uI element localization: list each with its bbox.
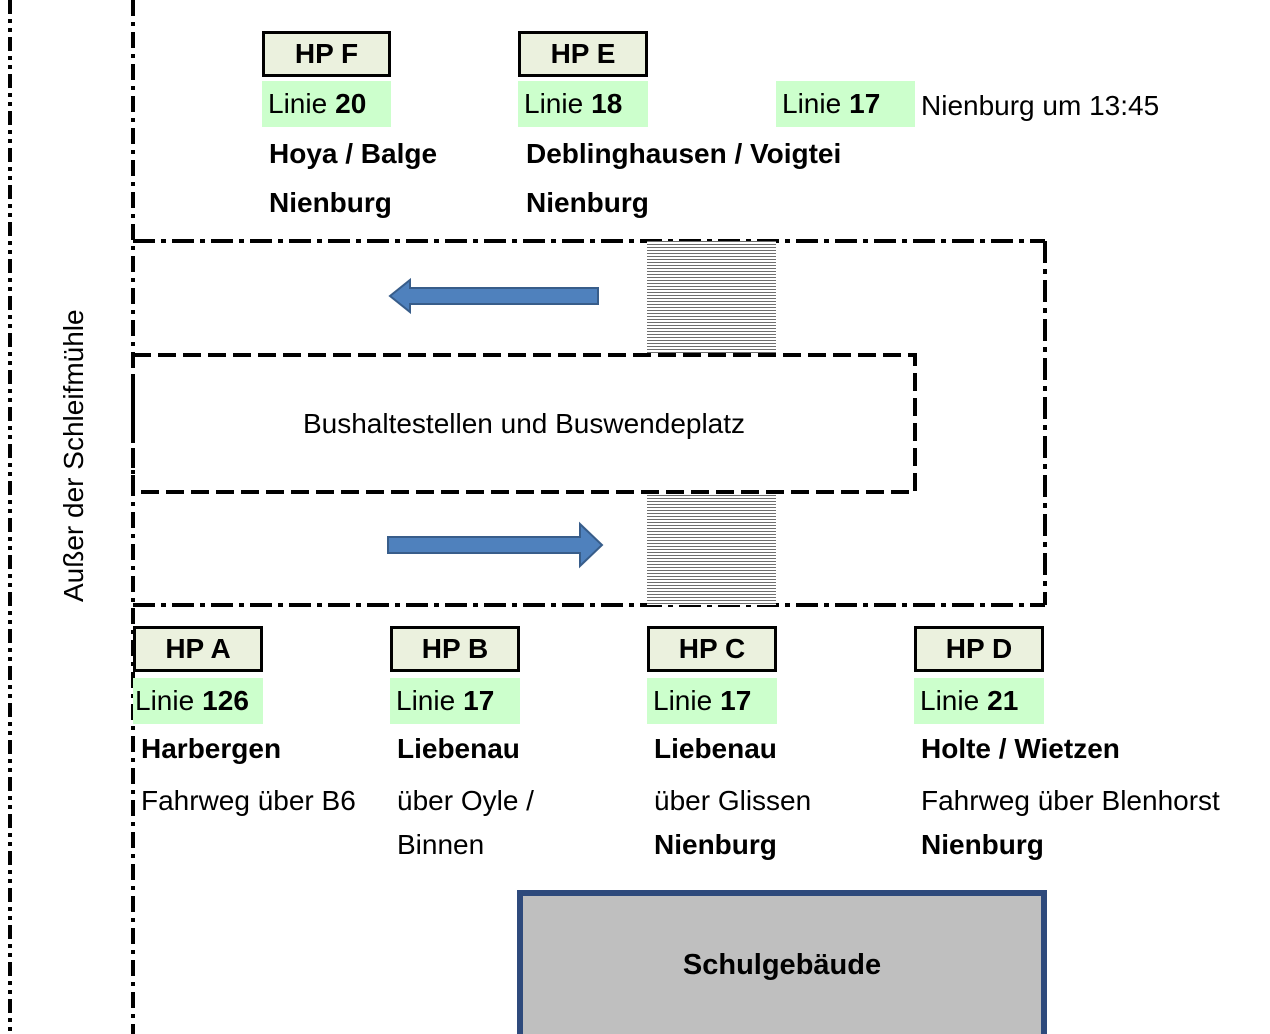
hp-e-destination: Deblinghausen / Voigtei bbox=[526, 138, 842, 169]
line-number: 18 bbox=[591, 88, 623, 119]
hp-e-destination-2: Nienburg bbox=[526, 187, 649, 218]
line-prefix: Linie bbox=[524, 88, 584, 119]
school-building: Schulgebäude bbox=[517, 890, 1047, 1034]
stop-hp-e: HP E bbox=[518, 31, 648, 77]
line-prefix: Linie bbox=[920, 685, 980, 716]
hp-f-destination-2: Nienburg bbox=[269, 187, 392, 218]
line-number: 21 bbox=[987, 685, 1019, 716]
stop-hp-f: HP F bbox=[262, 31, 391, 77]
hp-c-destination: Liebenau bbox=[654, 733, 777, 764]
street-label: Außer der Schleifmühle bbox=[58, 309, 89, 602]
hp-a-route: Fahrweg über B6 bbox=[141, 785, 356, 816]
line-number: 20 bbox=[335, 88, 367, 119]
line-number: 17 bbox=[463, 685, 495, 716]
hp-b-destination: Liebenau bbox=[397, 733, 520, 764]
arrow-left-icon bbox=[388, 277, 599, 315]
arrow-right-icon bbox=[387, 521, 604, 569]
extra-departure-note: Nienburg um 13:45 bbox=[921, 90, 1160, 121]
stop-hp-b: HP B bbox=[390, 626, 520, 672]
stop-hp-d: HP D bbox=[914, 626, 1044, 672]
hp-f-destination: Hoya / Balge bbox=[269, 138, 438, 169]
line-number: 126 bbox=[202, 685, 249, 716]
line-prefix: Linie bbox=[135, 685, 195, 716]
bus-area-label: Bushaltestellen und Buswendeplatz bbox=[302, 408, 746, 439]
line-prefix: Linie bbox=[268, 88, 328, 119]
hp-c-route: über Glissen bbox=[654, 785, 812, 816]
line-prefix: Linie bbox=[653, 685, 713, 716]
stop-hp-a: HP A bbox=[133, 626, 263, 672]
school-label: Schulgebäude bbox=[682, 948, 882, 981]
center-island bbox=[131, 353, 917, 494]
hp-c-destination-2: Nienburg bbox=[654, 829, 777, 860]
hp-b-route-2: Binnen bbox=[397, 829, 485, 860]
crosswalk-bottom bbox=[647, 495, 776, 605]
line-number: 17 bbox=[720, 685, 752, 716]
line-prefix: Linie bbox=[782, 88, 842, 119]
line-prefix: Linie bbox=[396, 685, 456, 716]
hp-d-destination-2: Nienburg bbox=[921, 829, 1044, 860]
hp-a-destination: Harbergen bbox=[141, 733, 282, 764]
hp-d-destination: Holte / Wietzen bbox=[921, 733, 1120, 764]
crosswalk-top bbox=[647, 241, 776, 353]
stop-hp-c: HP C bbox=[647, 626, 777, 672]
hp-b-route: über Oyle / bbox=[397, 785, 534, 816]
line-number: 17 bbox=[849, 88, 881, 119]
hp-d-route: Fahrweg über Blenhorst bbox=[921, 785, 1220, 816]
